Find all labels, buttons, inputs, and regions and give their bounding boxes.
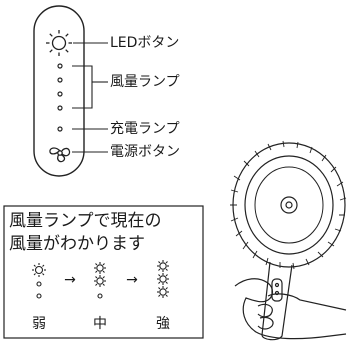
- airflow-lamp-label: 風量ランプ: [110, 74, 180, 90]
- level-medium-icons: [94, 262, 106, 299]
- level-weak-icons: [32, 263, 46, 299]
- info-box-outline: [3, 205, 204, 339]
- leader-lines: [72, 42, 108, 153]
- level-label-weak: 弱: [32, 316, 46, 332]
- handheld-fan-illustration: [230, 140, 347, 341]
- level-label-strong: 強: [156, 316, 170, 332]
- info-box-line1: 風量ランプで現在の: [9, 211, 162, 231]
- airflow-lamp-dots: [57, 63, 63, 111]
- led-sun-icon: [46, 30, 72, 56]
- control-panel-outline: [33, 5, 85, 177]
- level-strong-icons: [157, 260, 169, 298]
- arrow-weak-to-medium: →: [64, 272, 76, 288]
- level-label-medium: 中: [93, 316, 107, 332]
- fan-icon: [49, 147, 71, 163]
- info-box-line2: 風量がわかります: [9, 234, 145, 254]
- power-button-label: 電源ボタン: [110, 144, 180, 160]
- led-button-label: LEDボタン: [110, 35, 180, 51]
- arrow-medium-to-strong: →: [126, 272, 138, 288]
- charge-lamp-dot: [57, 126, 63, 132]
- charge-lamp-label: 充電ランプ: [110, 121, 180, 137]
